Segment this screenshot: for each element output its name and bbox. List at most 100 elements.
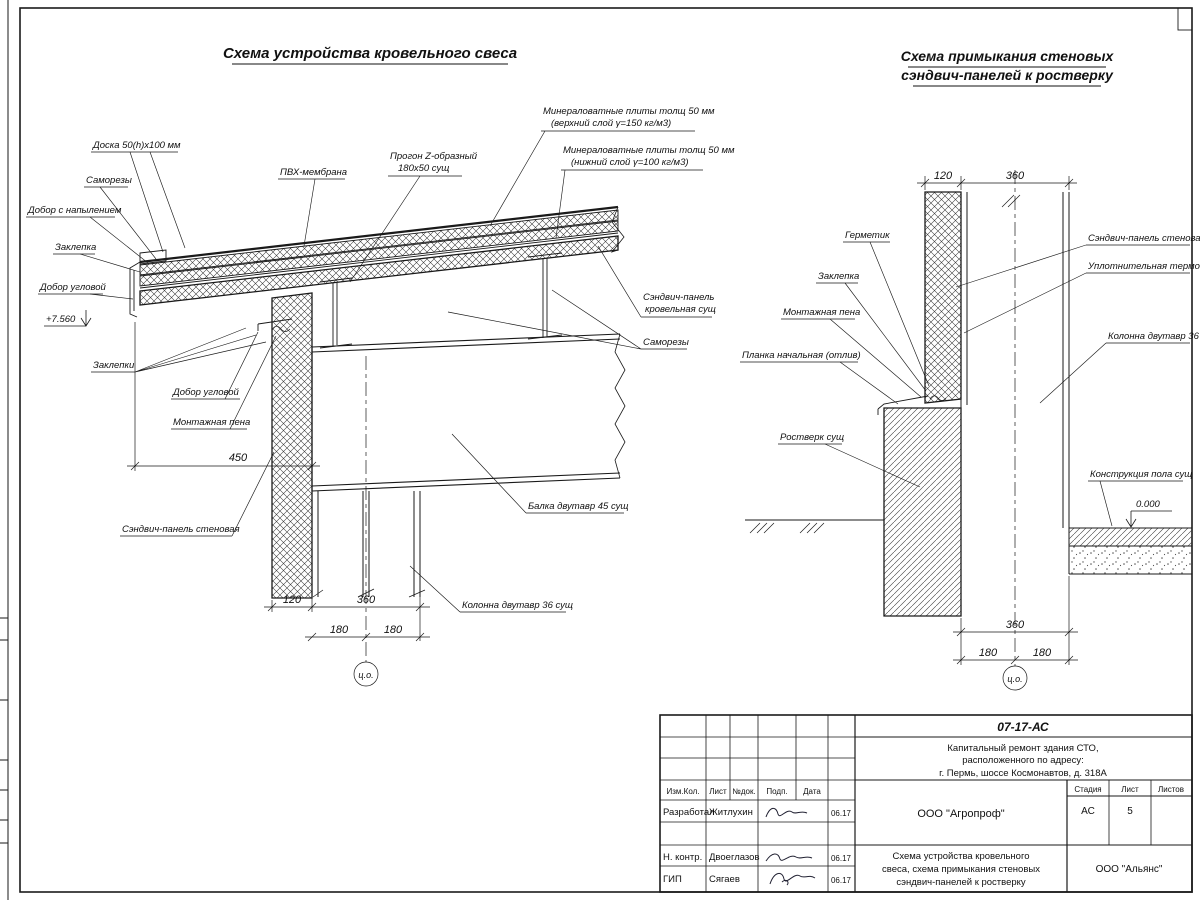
right-leader-shelves [740, 241, 1190, 482]
corner-box [1177, 7, 1193, 31]
label-minwool-top-2: (верхний слой γ=150 кг/м3) [551, 118, 671, 129]
z-purlins [319, 252, 563, 349]
axis-label-right: ц.о. [1007, 674, 1022, 684]
column-i36-right [960, 170, 1070, 666]
signature-2 [765, 853, 813, 862]
stage-header: Стадия [1074, 785, 1101, 794]
row3-name: Сягаев [709, 874, 740, 885]
right-dimensions [917, 176, 1078, 691]
label-floor: Конструкция пола сущ [1090, 469, 1192, 480]
roof-break-line [610, 206, 625, 253]
label-corner-dobor-2: Добор угловой [172, 387, 240, 398]
row2-date: 06.17 [831, 854, 852, 863]
project-line-1: Капитальный ремонт здания СТО, [947, 743, 1098, 754]
label-z-purlin-2: 180х50 сущ [398, 163, 449, 174]
floor-construction [1069, 527, 1192, 575]
label-minwool-bot-2: (нижний слой γ=100 кг/м3) [571, 157, 689, 168]
left-leader-lines [79, 130, 642, 613]
wall-panel-right [924, 191, 962, 404]
label-dobor-spray: Добор с напылением [27, 205, 122, 216]
left-scheme-title: Схема устройства кровельного свеса [223, 45, 517, 62]
design-org: ООО "Агропроф" [917, 808, 1004, 820]
column-break-mark [1001, 194, 1021, 208]
z-purlin-2 [527, 252, 563, 340]
axis-circle-right [1002, 665, 1028, 691]
column-i36-left [312, 356, 426, 662]
sheet-title-3: сэндвич-панелей к ростверку [896, 877, 1026, 888]
label-grillage: Ростверк сущ [780, 432, 844, 443]
label-wall-panel-right: Сэндвич-панель стеновая [1088, 233, 1200, 244]
wall-panel-left [271, 292, 313, 599]
left-dimensions [127, 322, 430, 687]
edge-flashing [129, 261, 141, 318]
label-minwool-top-1: Минераловатные плиты толщ 50 мм [543, 106, 715, 117]
dim-bottom-180-180 [953, 655, 1078, 665]
stage-value: АС [1081, 806, 1095, 817]
label-roof-panel-2: кровельная сущ [645, 304, 716, 315]
col-podp: Подп. [766, 787, 787, 796]
label-screws-left: Саморезы [86, 175, 132, 186]
beam-i45 [311, 333, 626, 492]
dim-text-180b: 180 [384, 624, 403, 636]
board-50x100 [139, 249, 167, 265]
dim-180-180 [305, 632, 430, 642]
right-scheme-title-1: Схема примыкания стеновых [901, 48, 1115, 64]
label-rivets: Заклепки [93, 360, 135, 371]
dim-450 [127, 322, 320, 471]
label-zero-level: 0.000 [1136, 499, 1160, 510]
pvc-membrane-line [139, 205, 619, 264]
label-column-left: Колонна двутавр 36 сущ [462, 600, 573, 611]
label-mounting-foam: Монтажная пена [173, 417, 250, 428]
signature-1 [765, 807, 808, 818]
foam-squiggle-right [929, 395, 947, 401]
drip-flashing [877, 395, 929, 415]
project-line-2: расположенного по адресу: [962, 755, 1084, 766]
doc-number: 07-17-АС [997, 720, 1049, 734]
row2-role: Н. контр. [663, 852, 702, 863]
right-elevation-mark [1125, 510, 1172, 528]
label-elevation-7560: +7.560 [46, 314, 76, 325]
dim-120-360 [264, 597, 430, 641]
left-leader-shelves [26, 130, 712, 613]
label-column-right: Колонна двутавр 36 сущ [1108, 331, 1200, 342]
label-foam-right: Монтажная пена [783, 307, 860, 318]
junction-details [877, 395, 947, 415]
label-minwool-bot-1: Минераловатные плиты толщ 50 мм [563, 145, 735, 156]
row1-name: Житлухин [709, 807, 753, 818]
dim-text-120: 120 [283, 594, 302, 606]
row3-date: 06.17 [831, 876, 852, 885]
sheet-header: Лист [1121, 785, 1139, 794]
project-line-3: г. Пермь, шоссе Космонавтов, д. 318А [939, 768, 1107, 779]
z-purlin-1 [319, 277, 353, 349]
axis-label-left: ц.о. [358, 670, 373, 680]
label-board: Доска 50(h)х100 мм [92, 140, 181, 151]
label-start-strip: Планка начальная (отлив) [742, 350, 861, 361]
dim-bottom-360 [953, 576, 1078, 665]
sheet-title-1: Схема устройства кровельного [892, 851, 1029, 862]
axis-circle-left [353, 661, 379, 687]
label-z-purlin-1: Прогон Z-образный [390, 151, 478, 162]
dim-text-180a-right: 180 [979, 647, 998, 659]
right-leader-lines [824, 241, 1113, 527]
beam-break-line [614, 333, 626, 479]
row1-date: 06.17 [831, 809, 852, 818]
mineral-wool-lower [139, 220, 619, 287]
col-list: Лист [709, 787, 727, 796]
contractor-org: ООО "Альянс" [1096, 864, 1163, 875]
row2-name: Двоеглазов [709, 852, 760, 863]
sheets-header: Листов [1158, 785, 1184, 794]
label-pvc-membrane: ПВХ-мембрана [280, 167, 347, 178]
sheet-number: 5 [1127, 806, 1133, 817]
col-izm: Изм.Кол. [667, 787, 700, 796]
ground-line [745, 519, 884, 534]
dim-text-180a: 180 [330, 624, 349, 636]
sheet-title-2: свеса, схема примыкания стеновых [882, 864, 1040, 875]
row3-role: ГИП [663, 874, 682, 885]
signature-3 [769, 872, 816, 886]
dim-text-360: 360 [357, 594, 376, 606]
label-thermo-strip: Уплотнительная термополоса [1087, 261, 1200, 272]
label-rivet: Заклепка [55, 242, 96, 253]
dim-text-450: 450 [229, 452, 248, 464]
